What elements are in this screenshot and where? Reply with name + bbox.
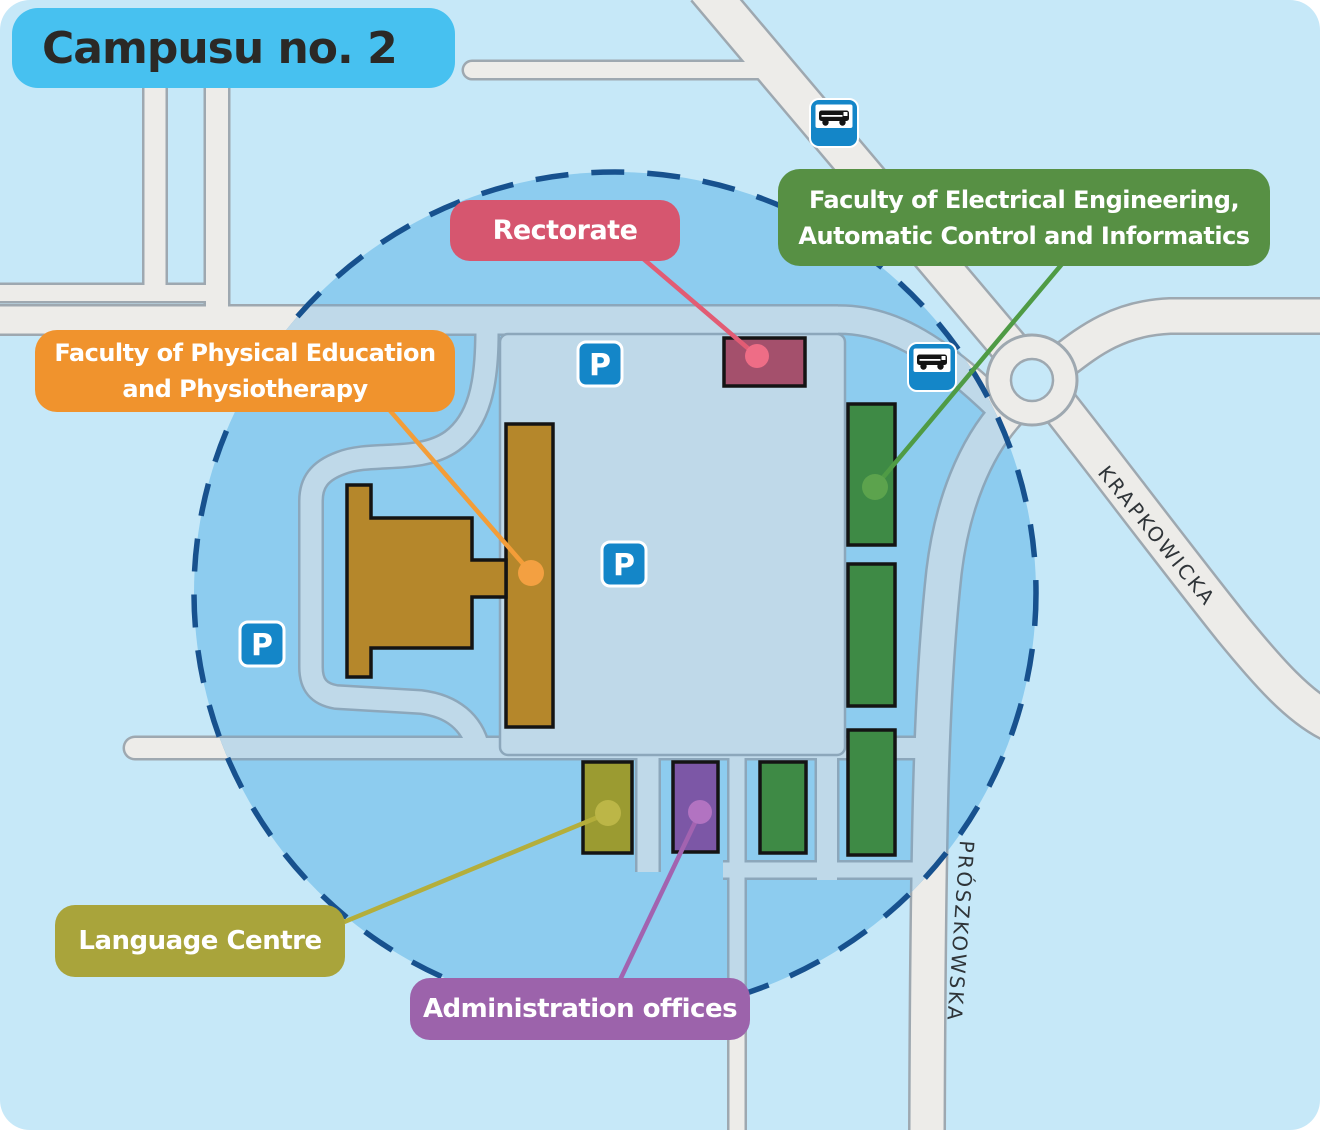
- callout-line-rectorate: [638, 254, 759, 358]
- building-electrical-4: [758, 760, 808, 855]
- callout-dot-rectorate: [745, 344, 769, 368]
- bus-stop-icon-2: [907, 342, 957, 392]
- label-admin-text: Administration offices: [422, 994, 738, 1024]
- callout-line-physical: [384, 404, 533, 575]
- street-name-krapkowicka: KRAPKOWICKA: [1093, 461, 1221, 611]
- road-segment: [300, 331, 498, 751]
- label-electrical-line2: Automatic Control and Informatics: [798, 221, 1250, 250]
- callout-dot-electrical: [862, 474, 888, 500]
- callout-line-electrical: [873, 262, 1064, 489]
- parking-icon-3: P: [238, 620, 286, 668]
- callout-dot-language: [595, 800, 621, 826]
- label-electrical-line1: Faculty of Electrical Engineering,: [808, 185, 1240, 214]
- roundabout: [985, 333, 1079, 427]
- campus-boundary-dashes: [191, 169, 1039, 1017]
- callout-line-language: [343, 810, 609, 925]
- parking-icon-1: P: [576, 340, 624, 388]
- svg-text:P: P: [589, 348, 611, 383]
- label-language-text: Language Centre: [78, 926, 322, 956]
- road-segment: [1043, 392, 1320, 738]
- building-physical-education-main: [345, 483, 508, 679]
- road-segment: [692, 0, 1024, 360]
- parking-plaza: [498, 332, 847, 757]
- bus-stop-icon-1: [809, 98, 859, 148]
- label-language-centre: Language Centre: [55, 905, 345, 977]
- parking-icon-2: P: [600, 540, 648, 588]
- map-title: Campusu no. 2: [12, 8, 455, 88]
- svg-text:P: P: [613, 548, 635, 583]
- label-physical-line1: Faculty of Physical Education: [54, 339, 436, 367]
- road-segment: [829, 306, 1010, 418]
- map-title-text: Campusu no. 2: [42, 22, 398, 74]
- label-physical-line2: and Physiotherapy: [122, 375, 368, 403]
- road-segment: [1051, 299, 1320, 375]
- callout-dot-physical: [518, 560, 544, 586]
- building-electrical-2: [846, 562, 897, 708]
- label-physical-education: Faculty of Physical Education and Physio…: [35, 330, 455, 412]
- label-administration: Administration offices: [410, 978, 750, 1040]
- label-rectorate-text: Rectorate: [492, 215, 638, 246]
- label-electrical: Faculty of Electrical Engineering, Autom…: [778, 169, 1270, 266]
- callout-dots: [518, 344, 888, 826]
- callout-dot-admin: [688, 800, 712, 824]
- callout-lines: [343, 254, 1064, 981]
- callout-line-admin: [617, 811, 703, 981]
- svg-text:P: P: [251, 628, 273, 663]
- building-electrical-3: [846, 728, 897, 857]
- label-rectorate: Rectorate: [450, 200, 680, 261]
